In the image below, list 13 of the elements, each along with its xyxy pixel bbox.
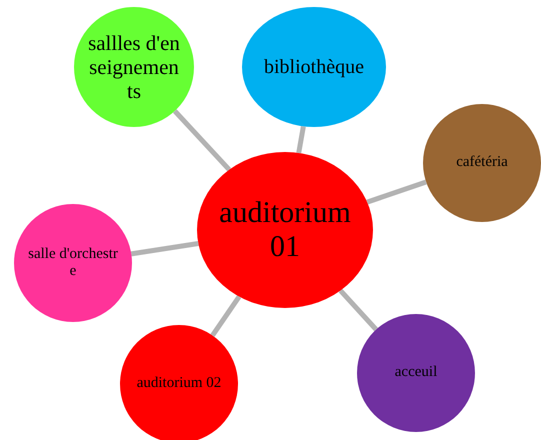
connector-line — [172, 109, 232, 172]
node-label: bibliothèque — [264, 56, 364, 78]
node-label: auditorium 01 — [218, 196, 352, 264]
connector-line — [130, 241, 199, 256]
connector-line — [210, 295, 242, 337]
node-label: sallles d'enseignements — [87, 30, 181, 104]
connector-line — [296, 126, 306, 154]
connector-line — [366, 180, 427, 204]
node-label: salle d'orchestre — [28, 246, 118, 280]
node-label: acceuil — [394, 364, 438, 382]
node-label: auditorium 02 — [136, 375, 222, 393]
node-label: cafétéria — [456, 154, 508, 172]
connector-line — [338, 288, 378, 332]
